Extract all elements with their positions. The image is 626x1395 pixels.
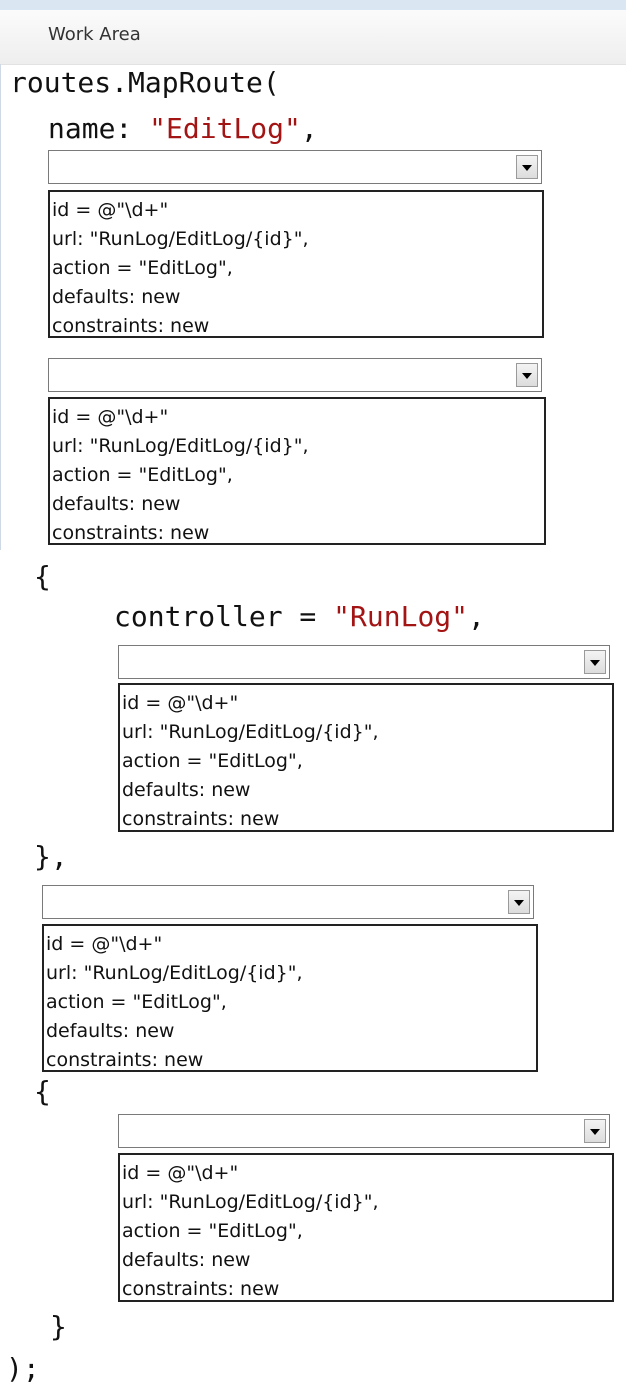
chevron-down-icon[interactable] [508, 890, 530, 914]
option-defaults[interactable]: defaults: new [52, 493, 181, 515]
name-comma: , [300, 112, 318, 145]
option-id[interactable]: id = @"\d+" [46, 933, 163, 955]
dropdown-3-options: id = @"\d+" url: "RunLog/EditLog/{id}", … [118, 683, 614, 832]
top-accent-bar [0, 0, 626, 10]
code-close-brace-2: } [50, 1310, 67, 1343]
code-end: ); [6, 1352, 40, 1385]
option-constraints[interactable]: constraints: new [52, 315, 210, 337]
dropdown-5-options: id = @"\d+" url: "RunLog/EditLog/{id}", … [118, 1153, 614, 1302]
dropdown-1[interactable] [48, 150, 542, 184]
work-area-header: Work Area [0, 10, 626, 65]
option-url[interactable]: url: "RunLog/EditLog/{id}", [122, 1191, 379, 1213]
option-constraints[interactable]: constraints: new [122, 808, 280, 830]
dropdown-5[interactable] [118, 1114, 610, 1148]
code-close-brace-1: }, [34, 840, 68, 873]
option-action[interactable]: action = "EditLog", [122, 1220, 303, 1242]
option-action[interactable]: action = "EditLog", [46, 991, 227, 1013]
dropdown-2[interactable] [48, 358, 542, 392]
dropdown-2-options: id = @"\d+" url: "RunLog/EditLog/{id}", … [48, 397, 546, 545]
option-action[interactable]: action = "EditLog", [52, 257, 233, 279]
chevron-down-icon[interactable] [516, 155, 538, 179]
option-id[interactable]: id = @"\d+" [122, 1162, 239, 1184]
dropdown-4[interactable] [42, 885, 534, 919]
name-key: name: [48, 112, 150, 145]
controller-value: "RunLog" [333, 600, 469, 633]
name-value: "EditLog" [149, 112, 301, 145]
option-id[interactable]: id = @"\d+" [122, 692, 239, 714]
option-defaults[interactable]: defaults: new [52, 286, 181, 308]
dropdown-1-options: id = @"\d+" url: "RunLog/EditLog/{id}", … [48, 190, 544, 338]
option-url[interactable]: url: "RunLog/EditLog/{id}", [122, 721, 379, 743]
option-defaults[interactable]: defaults: new [122, 1249, 251, 1271]
dropdown-3[interactable] [118, 645, 610, 679]
chevron-down-icon[interactable] [516, 363, 538, 387]
left-divider [0, 64, 1, 550]
code-line-maproute: routes.MapRoute( [10, 66, 280, 99]
option-action[interactable]: action = "EditLog", [52, 464, 233, 486]
option-constraints[interactable]: constraints: new [52, 522, 210, 544]
code-open-brace-2: { [34, 1075, 51, 1108]
option-url[interactable]: url: "RunLog/EditLog/{id}", [52, 435, 309, 457]
option-url[interactable]: url: "RunLog/EditLog/{id}", [52, 228, 309, 250]
option-url[interactable]: url: "RunLog/EditLog/{id}", [46, 962, 303, 984]
option-defaults[interactable]: defaults: new [122, 779, 251, 801]
code-open-brace-1: { [34, 560, 51, 593]
dropdown-4-options: id = @"\d+" url: "RunLog/EditLog/{id}", … [42, 924, 538, 1072]
controller-key: controller = [114, 600, 334, 633]
chevron-down-icon[interactable] [584, 650, 606, 674]
work-area-title: Work Area [48, 24, 141, 45]
code-line-name: name: "EditLog", [48, 112, 318, 145]
option-action[interactable]: action = "EditLog", [122, 750, 303, 772]
chevron-down-icon[interactable] [584, 1119, 606, 1143]
code-line-controller: controller = "RunLog", [114, 600, 485, 633]
option-constraints[interactable]: constraints: new [122, 1278, 280, 1300]
option-id[interactable]: id = @"\d+" [52, 199, 169, 221]
option-defaults[interactable]: defaults: new [46, 1020, 175, 1042]
option-id[interactable]: id = @"\d+" [52, 406, 169, 428]
option-constraints[interactable]: constraints: new [46, 1049, 204, 1071]
controller-comma: , [468, 600, 485, 633]
